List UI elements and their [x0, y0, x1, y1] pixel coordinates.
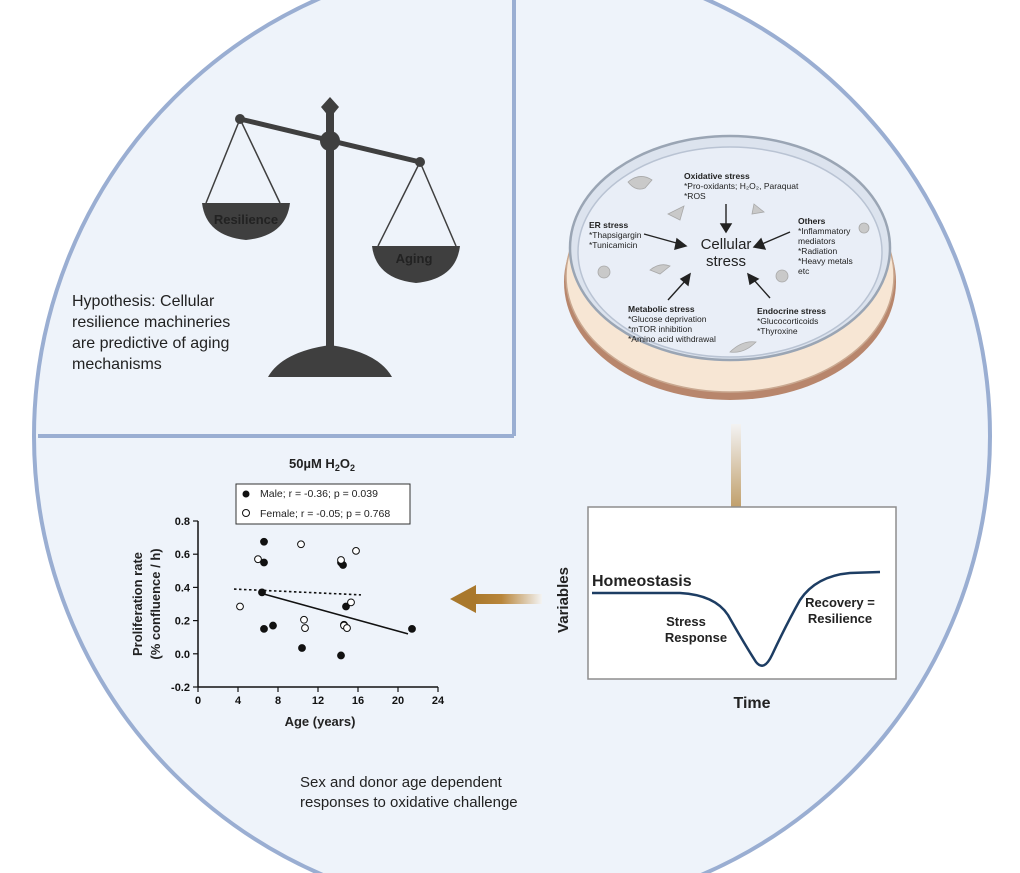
others-item: *Radiation — [798, 246, 837, 256]
resilience-pan — [202, 203, 290, 240]
oxidative-item: *ROS — [684, 191, 706, 201]
chart-legend: Male; r = -0.36; p = 0.039 Female; r = -… — [235, 483, 411, 525]
male-fit-line — [260, 592, 409, 635]
y-tick-label: 0.2 — [175, 616, 190, 628]
oxidative-item: *Pro-oxidants; H₂O₂, Paraquat — [684, 181, 799, 191]
chart-marks: -0.2 0.0 0.2 0.4 0.6 0.8 0 4 8 12 16 20 24 — [171, 516, 445, 707]
endocrine-item: *Glucocorticoids — [757, 316, 818, 326]
hypothesis-line: are predictive of aging — [72, 335, 229, 352]
chart-title: 50µM H2O2 — [289, 456, 355, 473]
aging-label: Aging — [396, 251, 433, 266]
hypothesis-line: mechanisms — [72, 356, 162, 373]
male-point — [258, 588, 266, 597]
stress-response-label: Response — [665, 630, 727, 645]
y-tick-label: 0.0 — [175, 649, 190, 661]
x-tick-label: 0 — [195, 695, 201, 707]
caption-line: Sex and donor age dependent — [300, 774, 503, 791]
time-axis-label: Time — [733, 695, 770, 712]
cellular-stress-line: Cellular — [701, 236, 752, 253]
x-tick-label: 24 — [432, 695, 445, 707]
er-title: ER stress — [589, 220, 628, 230]
others-title: Others — [798, 216, 826, 226]
x-axis-label: Age (years) — [285, 714, 356, 729]
caption-line: responses to oxidative challenge — [300, 794, 518, 811]
others-item: mediators — [798, 236, 835, 246]
oxidative-title: Oxidative stress — [684, 171, 750, 181]
metabolic-title: Metabolic stress — [628, 304, 695, 314]
metabolic-item: *Glucose deprivation — [628, 314, 707, 324]
others-item: *Inflammatory — [798, 226, 851, 236]
er-item: *Thapsigargin — [589, 230, 642, 240]
male-point — [342, 602, 350, 611]
left-arrow — [450, 585, 542, 613]
female-point — [297, 540, 305, 549]
female-point — [236, 602, 244, 611]
legend-male-marker — [242, 490, 250, 498]
male-point — [260, 537, 268, 546]
hypothesis-line: resilience machineries — [72, 314, 230, 331]
x-tick-label: 16 — [352, 695, 364, 707]
female-point — [352, 546, 360, 555]
y-tick-label: 0.4 — [175, 582, 191, 594]
y-tick-label: 0.6 — [175, 549, 190, 561]
variables-axis-label: Variables — [555, 567, 572, 633]
metabolic-item: *Amino acid withdrawal — [628, 334, 716, 344]
legend-female-marker — [242, 509, 250, 517]
stress-response-label: Stress — [666, 614, 706, 629]
er-stress-block: ER stress *Thapsigargin *Tunicamicin — [589, 220, 642, 250]
male-point — [337, 651, 345, 660]
x-tick-label: 4 — [235, 695, 242, 707]
female-point — [301, 624, 309, 632]
resilience-label: Resilience — [214, 212, 278, 227]
male-point — [260, 558, 268, 567]
legend-female-label: Female; r = -0.05; p = 0.768 — [260, 508, 390, 520]
y-axis-label: Proliferation rate — [130, 552, 145, 656]
homeostasis-label: Homeostasis — [592, 573, 692, 590]
male-point — [260, 625, 268, 633]
female-point — [254, 555, 262, 564]
female-point — [337, 556, 345, 564]
others-item: *Heavy metals — [798, 256, 853, 266]
metabolic-item: *mTOR inhibition — [628, 324, 692, 334]
oxidative-stress-block: Oxidative stress *Pro-oxidants; H₂O₂, Pa… — [684, 171, 799, 201]
response-curve — [592, 570, 881, 667]
cell-drawings — [597, 176, 870, 353]
endocrine-item: *Thyroxine — [757, 326, 798, 336]
male-point — [269, 621, 277, 630]
male-point — [298, 644, 306, 652]
female-point — [300, 615, 308, 624]
x-tick-label: 8 — [275, 695, 281, 707]
er-item: *Tunicamicin — [589, 240, 638, 250]
scatter-chart: 50µM H2O2 Male; r = -0.36; p = 0.039 Fem… — [130, 456, 445, 729]
endocrine-stress-block: Endocrine stress *Glucocorticoids *Thyro… — [757, 306, 826, 336]
endocrine-title: Endocrine stress — [757, 306, 826, 316]
others-item: etc — [798, 266, 810, 276]
others-block: Others *Inflammatory mediators *Radiatio… — [798, 216, 853, 276]
panel-dividers — [38, 0, 516, 438]
balance-scale — [202, 97, 460, 377]
petri-dish — [564, 134, 896, 400]
legend-male-label: Male; r = -0.36; p = 0.039 — [260, 488, 378, 500]
male-point — [408, 625, 416, 633]
hypothesis-line: Hypothesis: Cellular — [72, 293, 215, 310]
x-tick-label: 20 — [392, 695, 404, 707]
female-point — [347, 598, 355, 607]
metabolic-stress-block: Metabolic stress *Glucose deprivation *m… — [628, 304, 716, 344]
female-fit-line — [233, 588, 362, 596]
stress-arrows — [643, 204, 791, 301]
cellular-stress-line: stress — [706, 253, 746, 270]
hypothesis-text: Hypothesis: Cellular resilience machiner… — [72, 293, 230, 373]
recovery-label: Recovery = — [805, 595, 875, 610]
y-tick-label: -0.2 — [171, 682, 190, 694]
x-tick-label: 12 — [312, 695, 324, 707]
recovery-label: Resilience — [808, 611, 872, 626]
female-point — [343, 624, 351, 632]
y-axis-label: (% confluence / h) — [148, 548, 163, 659]
aging-pan — [372, 246, 460, 283]
y-tick-label: 0.8 — [175, 516, 190, 528]
